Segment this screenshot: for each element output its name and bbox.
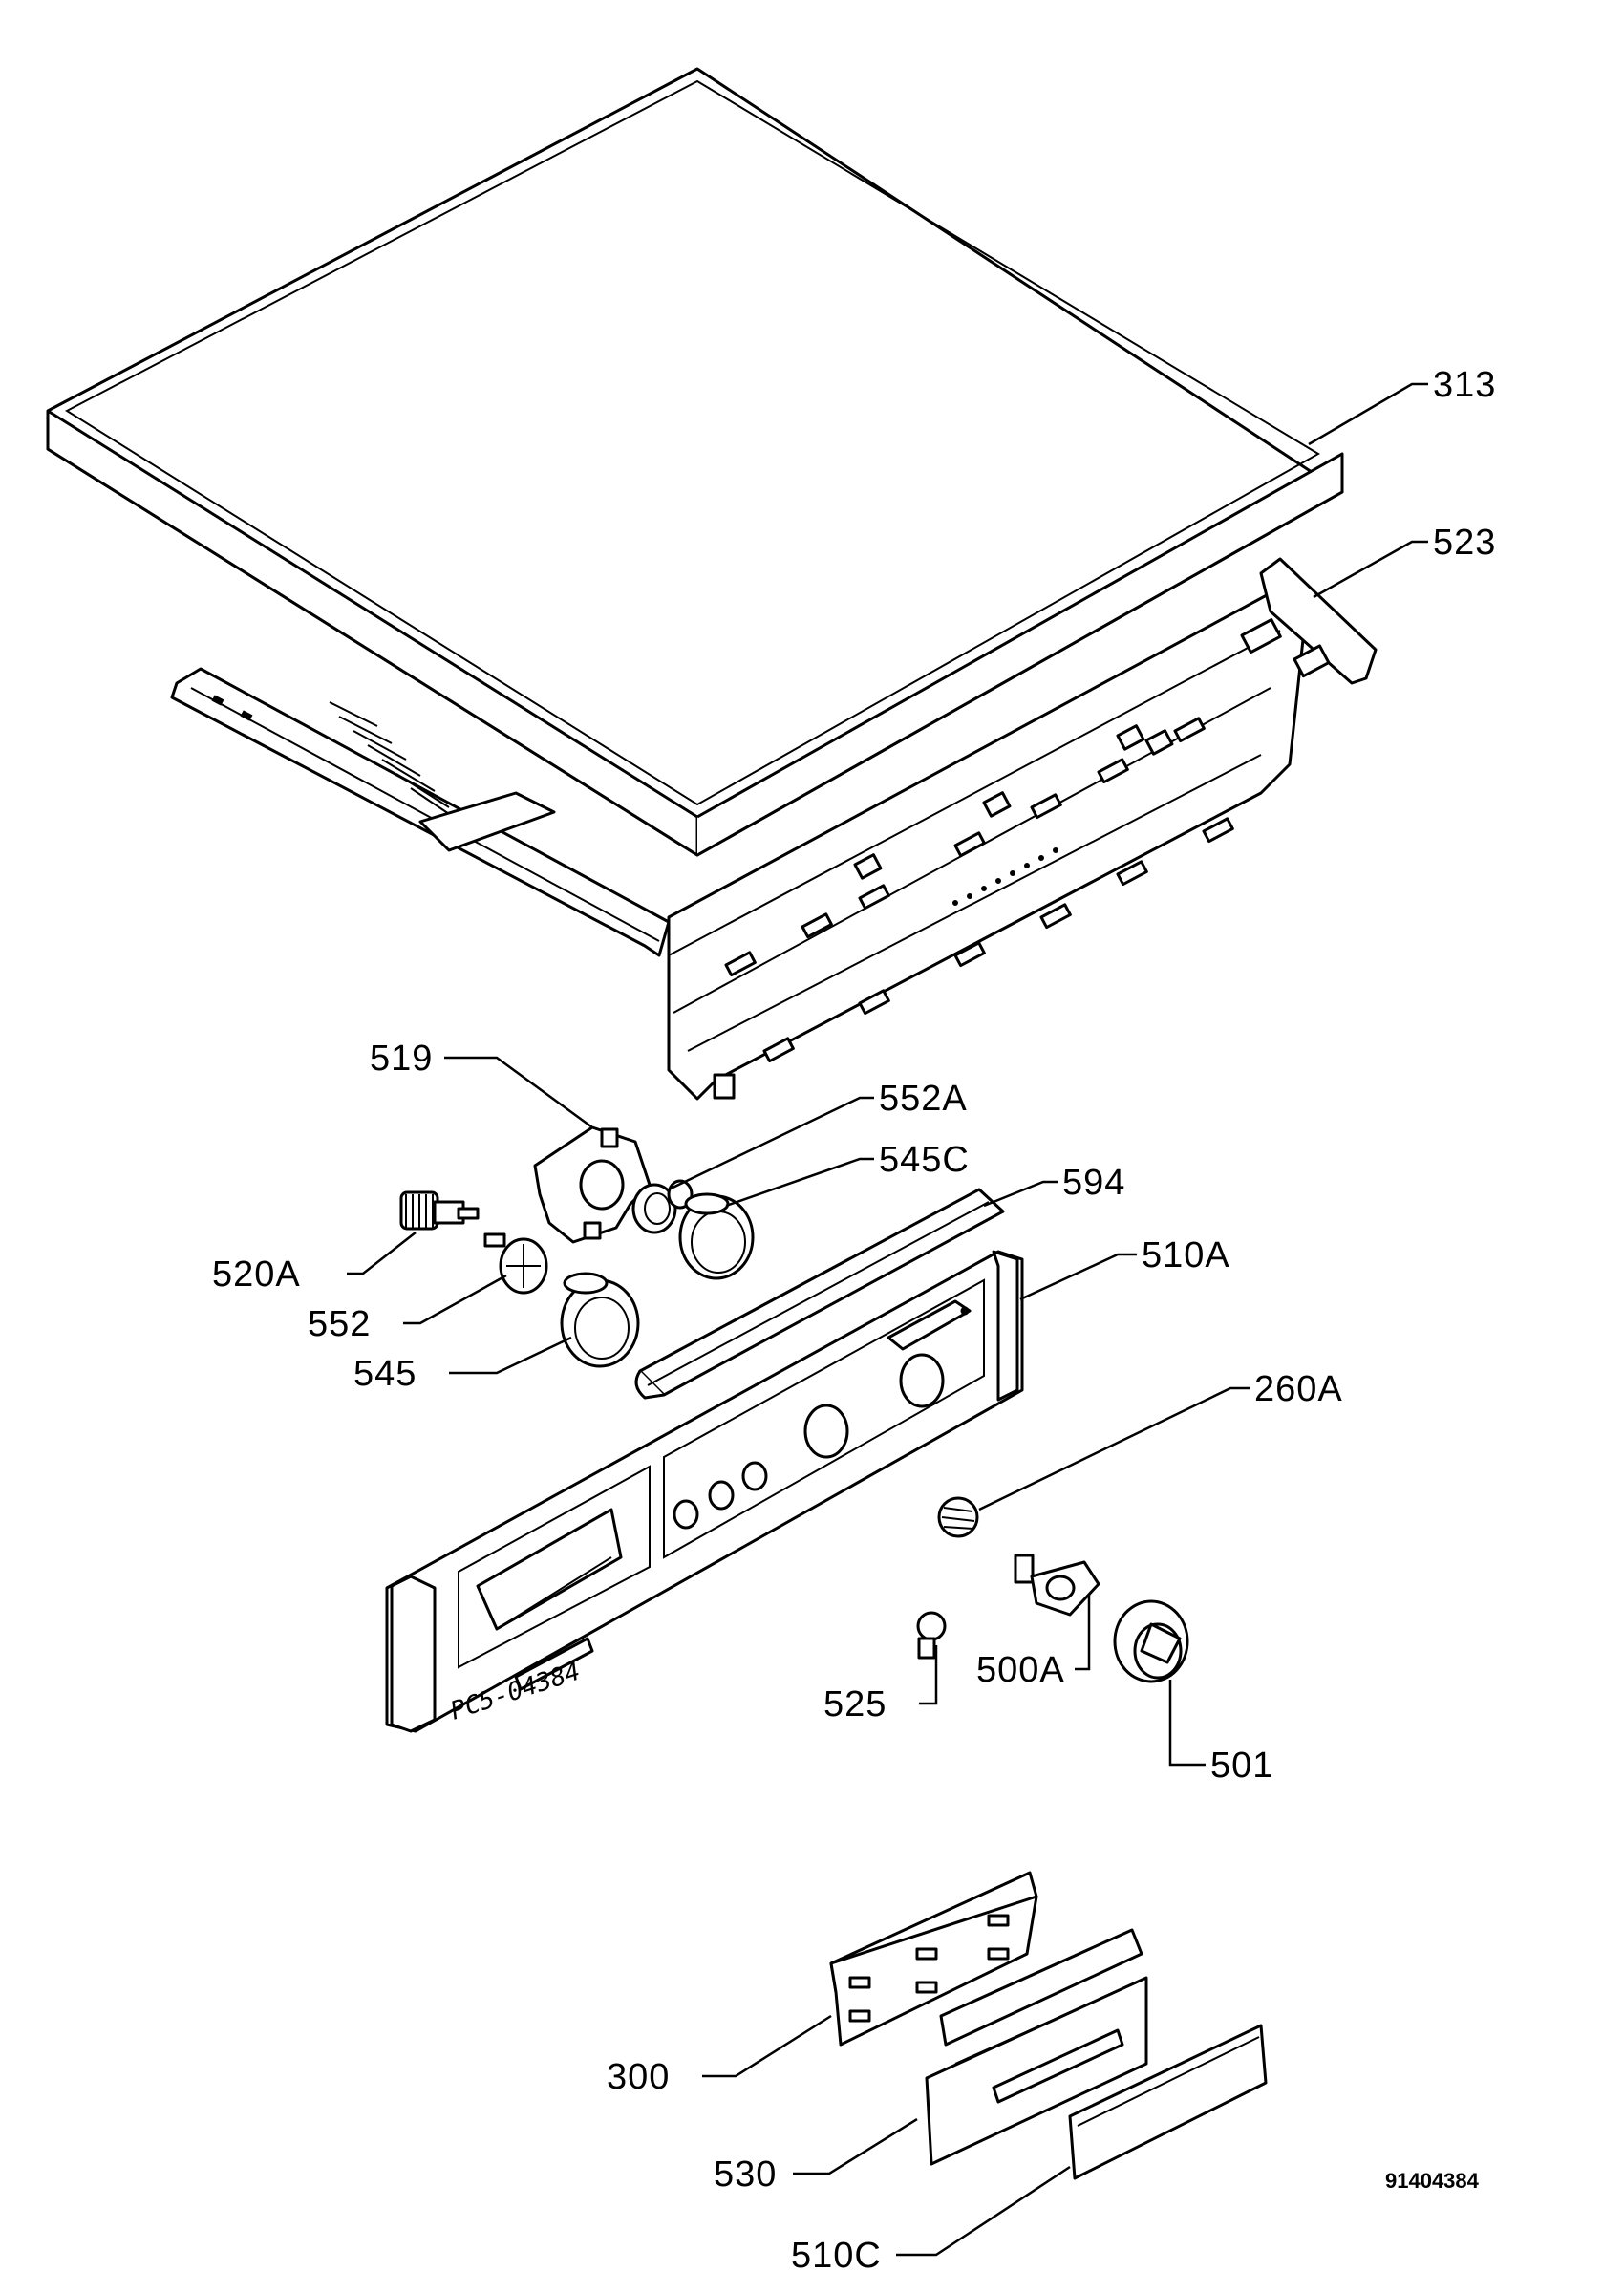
knob-545 xyxy=(560,1272,640,1368)
callout-523: 523 xyxy=(1433,523,1496,563)
trim-strip-594 xyxy=(634,1188,1005,1400)
callout-552A: 552A xyxy=(879,1079,968,1119)
callout-530: 530 xyxy=(714,2154,777,2195)
knob-insert-552 xyxy=(483,1232,548,1295)
callout-510C: 510C xyxy=(791,2236,882,2276)
spring-260A xyxy=(937,1496,979,1538)
document-number: 91404384 xyxy=(1385,2169,1480,2193)
callout-594: 594 xyxy=(1062,1163,1125,1203)
callout-500A: 500A xyxy=(976,1650,1065,1690)
callout-260A: 260A xyxy=(1254,1369,1343,1409)
bracket-300 xyxy=(829,1871,1038,2047)
callout-520A: 520A xyxy=(212,1254,301,1295)
bracket-519 xyxy=(533,1125,652,1244)
top-lid-313 xyxy=(46,67,1344,857)
callout-552: 552 xyxy=(308,1304,371,1344)
screw-525 xyxy=(916,1611,947,1660)
callout-545: 545 xyxy=(353,1354,417,1394)
callout-525: 525 xyxy=(823,1684,887,1725)
switch-500A xyxy=(1014,1554,1100,1617)
callout-519: 519 xyxy=(370,1039,433,1079)
knob-545C xyxy=(678,1192,755,1280)
callout-545C: 545C xyxy=(879,1140,970,1180)
callout-510A: 510A xyxy=(1142,1235,1230,1275)
panel-530 xyxy=(925,1928,1148,2166)
callout-300: 300 xyxy=(607,2057,670,2097)
leader-lines xyxy=(347,382,1428,2257)
knob-501 xyxy=(1113,1599,1189,1683)
cover-510C xyxy=(1068,2024,1268,2180)
control-panel-510A: PC5-04384 xyxy=(385,1250,1024,1733)
control-panel-frame-523 xyxy=(170,557,1378,1101)
callout-313: 313 xyxy=(1433,365,1496,405)
callout-501: 501 xyxy=(1210,1746,1273,1786)
knob-insert-552A xyxy=(631,1179,694,1234)
knob-520A xyxy=(399,1190,480,1231)
